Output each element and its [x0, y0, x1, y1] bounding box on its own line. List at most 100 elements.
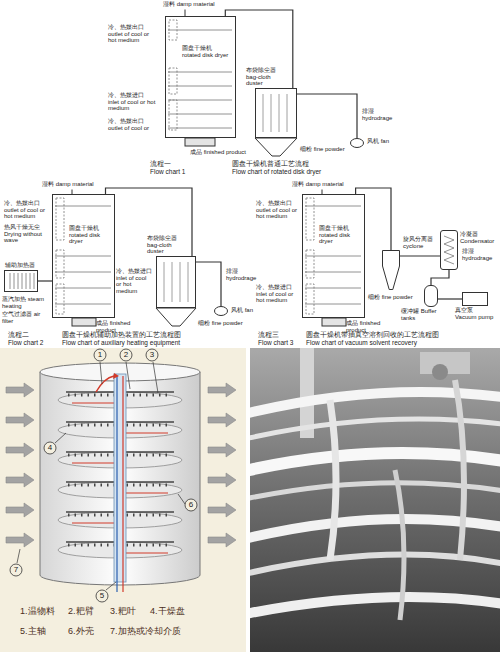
equipment-detail — [263, 94, 264, 132]
ellipse-shape — [215, 307, 228, 316]
dryer-internals — [169, 68, 177, 94]
equipment-detail — [444, 236, 454, 264]
annotation: 冷、热媒出口 outlet of cool or hot medium — [108, 24, 156, 44]
fan: 风机 fan — [350, 138, 364, 148]
dryer-schematic — [94, 349, 106, 361]
equipment-detail — [164, 262, 165, 302]
buffer-tank: 缓冲罐 Buffer tanks — [424, 285, 438, 307]
legend-item: 3.耙叶 — [110, 606, 150, 617]
annotation: 冷、热媒进口 inlet of cool or hot medium — [256, 284, 298, 304]
legend-item: 1.温物料 — [20, 606, 66, 617]
legend-item: 5.主轴 — [20, 626, 66, 637]
equipment-detail — [287, 94, 288, 132]
dryer-schematic — [6, 533, 34, 547]
dryer-schematic — [55, 433, 66, 443]
callout-number: 7 — [10, 565, 22, 575]
pipe — [38, 280, 52, 281]
dryer-schematic — [123, 433, 168, 434]
dryer-internals — [56, 250, 64, 278]
equipment-label: 圆盘干燥机 rotated disk dryer — [319, 225, 361, 245]
dryer-schematic — [123, 553, 168, 554]
dryer-schematic — [185, 499, 197, 511]
pipe — [356, 188, 391, 250]
equipment-label: 缓冲罐 Buffer tanks — [401, 308, 447, 321]
ellipse-outline — [214, 306, 228, 316]
dryer-schematic — [0, 348, 246, 652]
caption: Flow chart 1 — [150, 168, 200, 175]
equipment-detail — [30, 273, 31, 289]
dryer-schematic — [208, 413, 236, 427]
dryer-schematic — [208, 533, 236, 547]
annotation: 湿料 damp material — [292, 181, 354, 188]
equipment-detail — [185, 10, 297, 157]
annotation: 细粉 fine powder — [198, 320, 246, 327]
dryer-schematic — [208, 503, 236, 517]
equipment-detail — [322, 318, 346, 326]
dryer-schematic — [146, 349, 158, 361]
dryer-schematic — [17, 549, 20, 563]
cyclone: 旋风分离器 cyclone — [382, 250, 400, 290]
equipment-detail — [263, 94, 287, 132]
annotation: 冷、热媒进口 inlet of cool or hot medium — [108, 92, 156, 112]
equipment-detail — [72, 318, 96, 326]
callout-number: 2 — [120, 350, 132, 360]
caption: Flow chart 3 — [258, 339, 304, 346]
callout-number: 3 — [146, 350, 158, 360]
equipment-photo — [250, 597, 500, 615]
dryer-internals — [55, 288, 111, 289]
equipment-detail — [26, 273, 27, 289]
callout-number: 4 — [44, 443, 56, 453]
dryer-internals — [168, 20, 232, 130]
equipment-detail — [255, 138, 297, 156]
dryer-schematic — [6, 383, 34, 397]
dryer-internals — [305, 256, 361, 257]
equipment-detail — [18, 273, 19, 289]
equipment-label: 圆盘干燥机 rotated disk dryer — [69, 225, 111, 245]
equipment-label: 圆盘干燥机 rotated disk dryer — [182, 45, 232, 58]
annotation: 热风干燥无尘 Drying without wave — [4, 224, 48, 244]
bag-filter: 布袋除尘器 bag-cloth duster — [255, 88, 297, 138]
callout-number: 6 — [185, 500, 197, 510]
equipment-detail — [34, 273, 35, 289]
dryer-schematic — [6, 383, 236, 547]
dryer-schematic — [96, 590, 108, 602]
equipment-photo — [330, 400, 336, 560]
dryer-internals — [168, 128, 232, 129]
dryer-schematic — [44, 442, 56, 454]
equipment-detail — [271, 94, 272, 132]
equipment-detail — [164, 262, 188, 302]
dryer-internals — [55, 256, 111, 257]
dryer-internals — [305, 198, 361, 314]
equipment-label: 风机 fan — [367, 138, 397, 145]
equipment-label: 旋风分离器 cyclone — [403, 236, 437, 249]
dryer-schematic — [17, 362, 185, 590]
pipe — [438, 298, 462, 299]
equipment-photo — [250, 348, 500, 652]
equipment-label: 风机 fan — [231, 307, 257, 314]
dryer-schematic — [208, 383, 236, 397]
pipe — [431, 270, 449, 285]
equipment-label: 冷凝器 Condensator — [460, 231, 496, 244]
dryer-internals — [55, 272, 111, 273]
dryer-schematic — [153, 362, 158, 393]
dryer-schematic — [208, 443, 236, 457]
dryer-internals — [306, 198, 314, 240]
dryer-internals — [169, 100, 177, 130]
dryer-schematic — [10, 564, 22, 576]
dryer-internals — [55, 198, 111, 314]
equipment-label: 真空泵 Vacuum pump — [455, 307, 495, 320]
annotation: 细粉 fine powder — [368, 294, 416, 301]
equipment-detail — [322, 190, 454, 327]
dryer-schematic — [40, 372, 200, 585]
equipment-detail — [172, 262, 173, 302]
dryer-schematic — [100, 362, 102, 384]
pipe — [106, 188, 193, 256]
dryer-internals — [56, 198, 64, 240]
equipment-detail — [10, 273, 34, 289]
caption: 圆盘干燥机普通工艺流程 — [232, 160, 362, 167]
legend-item: 6.外壳 — [68, 626, 108, 637]
dryer-tower: 圆盘干燥机 rotated disk dryer — [302, 194, 365, 318]
dryer-internals — [305, 206, 361, 207]
dryer-internals — [306, 284, 314, 314]
equipment-photo — [395, 470, 404, 620]
